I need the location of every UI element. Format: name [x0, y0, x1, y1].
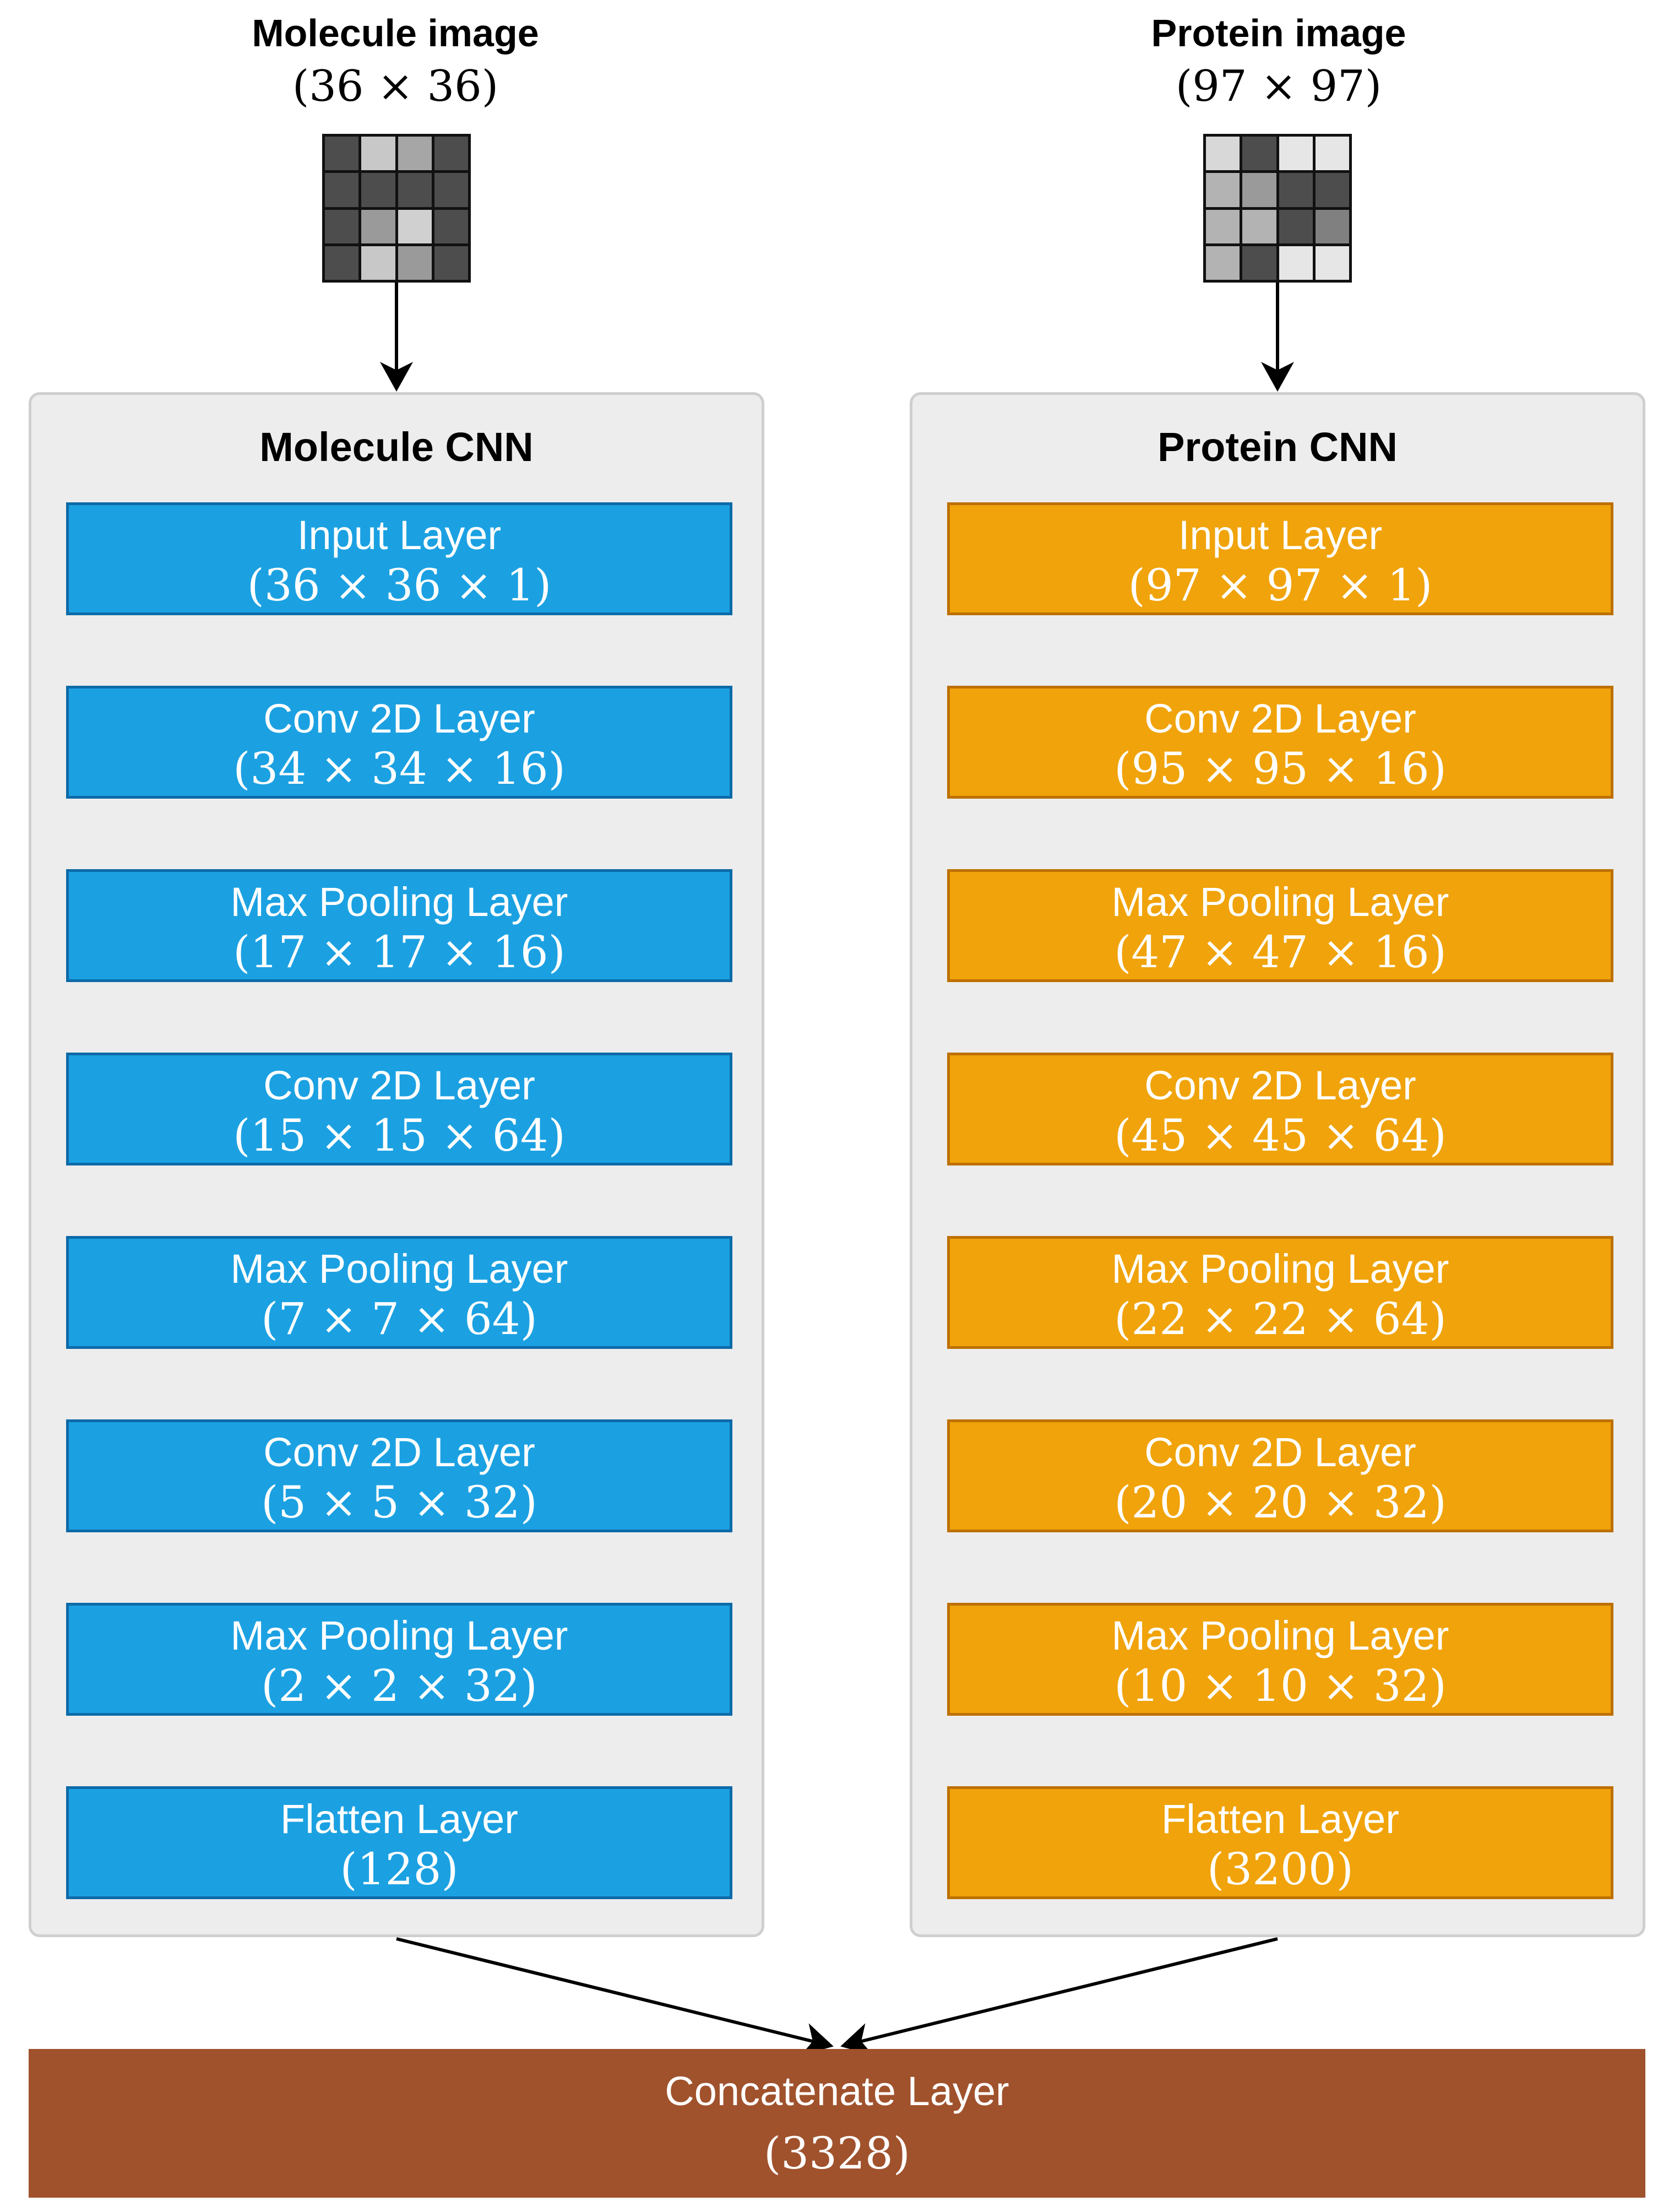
protein-cnn-layer-name: Flatten Layer: [1161, 1796, 1399, 1842]
protein-image-pixel: [1242, 246, 1276, 280]
protein-cnn-layer-dims: (3200): [1206, 1844, 1354, 1895]
protein-cnn-layer-2: Conv 2D Layer(95 × 95 × 16): [947, 686, 1613, 799]
protein-image-pixel: [1206, 137, 1240, 171]
protein-image-pixel: [1242, 173, 1276, 207]
molecule-image-pixel: [434, 209, 468, 243]
protein-image-pixel: [1315, 173, 1349, 207]
molecule-cnn-layer-dims: (15 × 15 × 64): [233, 1110, 566, 1161]
molecule-cnn-layer-name: Flatten Layer: [280, 1796, 518, 1842]
molecule-cnn-layer-dims: (17 × 17 × 16): [233, 926, 566, 978]
protein-image-title: Protein image: [1151, 12, 1406, 55]
protein-image-grid: [1203, 134, 1352, 283]
molecule-cnn-layer-dims: (7 × 7 × 64): [261, 1293, 537, 1344]
protein-cnn-layer-name: Max Pooling Layer: [1111, 1613, 1449, 1658]
protein-cnn-layer-name: Conv 2D Layer: [1144, 696, 1416, 741]
protein-cnn-layer-dims: (20 × 20 × 32): [1114, 1477, 1447, 1528]
molecule-cnn-layer-dims: (128): [340, 1844, 459, 1895]
protein-cnn-layer-name: Max Pooling Layer: [1111, 879, 1449, 925]
molecule-image-title: Molecule image: [252, 12, 539, 55]
protein-cnn-layer-5: Max Pooling Layer(22 × 22 × 64): [947, 1236, 1613, 1349]
concatenate-layer-dims: (3328): [763, 2128, 910, 2179]
molecule-cnn-layer-dims: (2 × 2 × 32): [261, 1660, 537, 1711]
protein-cnn-layer-4: Conv 2D Layer(45 × 45 × 64): [947, 1053, 1613, 1165]
protein-image-dims: (97 × 97): [1175, 62, 1382, 111]
protein-image-pixel: [1242, 137, 1276, 171]
molecule-cnn-layer-name: Conv 2D Layer: [263, 1429, 535, 1475]
molecule-image-dims: (36 × 36): [292, 62, 499, 111]
molecule-image-pixel: [361, 246, 395, 280]
molecule-image-pixel: [325, 137, 359, 171]
molecule-cnn-layer-dims: (34 × 34 × 16): [233, 743, 566, 794]
protein-cnn-layer-8: Flatten Layer(3200): [947, 1786, 1613, 1899]
protein-image-pixel: [1279, 246, 1313, 280]
protein-cnn-layer-7: Max Pooling Layer(10 × 10 × 32): [947, 1603, 1613, 1716]
concatenate-layer-name: Concatenate Layer: [665, 2068, 1009, 2114]
molecule-cnn-layer-name: Conv 2D Layer: [263, 1062, 535, 1108]
protein-image-pixel: [1279, 173, 1313, 207]
molecule-image-pixel: [361, 137, 395, 171]
molecule-image-pixel: [325, 209, 359, 243]
protein-cnn-layer-dims: (47 × 47 × 16): [1114, 926, 1447, 978]
protein-cnn-panel: Protein CNN Input Layer(97 × 97 × 1) Conv…: [910, 392, 1645, 1937]
molecule-cnn-panel: Molecule CNN Input Layer(36 × 36 × 1) Con…: [29, 392, 764, 1937]
molecule-image-pixel: [398, 137, 432, 171]
molecule-cnn-layer-name: Conv 2D Layer: [263, 696, 535, 741]
protein-image-pixel: [1279, 209, 1313, 243]
protein-cnn-layer-name: Conv 2D Layer: [1144, 1429, 1416, 1475]
protein-image-pixel: [1279, 137, 1313, 171]
protein-cnn-layer-6: Conv 2D Layer(20 × 20 × 32): [947, 1419, 1613, 1532]
molecule-image-pixel: [325, 246, 359, 280]
molecule-cnn-layer-1: Input Layer(36 × 36 × 1): [66, 502, 732, 615]
molecule-cnn-layer-dims: (5 × 5 × 32): [261, 1477, 537, 1528]
protein-cnn-layer-3: Max Pooling Layer(47 × 47 × 16): [947, 869, 1613, 982]
molecule-cnn-layer-7: Max Pooling Layer(2 × 2 × 32): [66, 1603, 732, 1716]
protein-image-pixel: [1206, 173, 1240, 207]
protein-image-pixel: [1315, 246, 1349, 280]
molecule-image-pixel: [434, 246, 468, 280]
molecule-image-pixel: [398, 173, 432, 207]
molecule-cnn-layer-6: Conv 2D Layer(5 × 5 × 32): [66, 1419, 732, 1532]
molecule-image-pixel: [398, 246, 432, 280]
molecule-image-pixel: [325, 173, 359, 207]
molecule-image-pixel: [434, 137, 468, 171]
protein-to-concat-arrow: [840, 1937, 1278, 2056]
molecule-cnn-layer-5: Max Pooling Layer(7 × 7 × 64): [66, 1236, 732, 1349]
molecule-cnn-layer-name: Input Layer: [297, 512, 502, 558]
protein-image-pixel: [1206, 246, 1240, 280]
protein-cnn-title: Protein CNN: [1157, 424, 1398, 470]
molecule-cnn-layer-3: Max Pooling Layer(17 × 17 × 16): [66, 869, 732, 982]
molecule-cnn-layer-4: Conv 2D Layer(15 × 15 × 64): [66, 1053, 732, 1165]
molecule-image-pixel: [361, 173, 395, 207]
molecule-cnn-layer-name: Max Pooling Layer: [230, 1613, 568, 1658]
protein-image-pixel: [1206, 209, 1240, 243]
molecule-cnn-layer-dims: (36 × 36 × 1): [247, 560, 552, 611]
protein-cnn-layer-1: Input Layer(97 × 97 × 1): [947, 502, 1613, 615]
protein-image-pixel: [1315, 137, 1349, 171]
molecule-cnn-layer-name: Max Pooling Layer: [230, 1246, 568, 1292]
molecule-cnn-title: Molecule CNN: [259, 424, 534, 470]
molecule-image-pixel: [398, 209, 432, 243]
protein-cnn-layer-dims: (97 × 97 × 1): [1128, 560, 1433, 611]
protein-cnn-layer-dims: (95 × 95 × 16): [1114, 743, 1447, 794]
protein-cnn-layer-dims: (45 × 45 × 64): [1114, 1110, 1447, 1161]
molecule-cnn-layer-name: Max Pooling Layer: [230, 879, 568, 925]
protein-cnn-layer-name: Max Pooling Layer: [1111, 1246, 1449, 1292]
protein-image-pixel: [1242, 209, 1276, 243]
protein-cnn-layer-dims: (22 × 22 × 64): [1114, 1293, 1447, 1344]
protein-cnn-layer-name: Conv 2D Layer: [1144, 1062, 1416, 1108]
molecule-image-pixel: [434, 173, 468, 207]
molecule-cnn-layer-8: Flatten Layer(128): [66, 1786, 732, 1899]
concatenate-layer: Concatenate Layer (3328): [29, 2049, 1645, 2198]
molecule-to-concat-arrow: [396, 1937, 834, 2056]
molecule-image-pixel: [361, 209, 395, 243]
protein-cnn-layer-dims: (10 × 10 × 32): [1114, 1660, 1447, 1711]
protein-cnn-layer-name: Input Layer: [1178, 512, 1383, 558]
molecule-image-grid: [322, 134, 471, 283]
molecule-cnn-layer-2: Conv 2D Layer(34 × 34 × 16): [66, 686, 732, 799]
protein-image-pixel: [1315, 209, 1349, 243]
